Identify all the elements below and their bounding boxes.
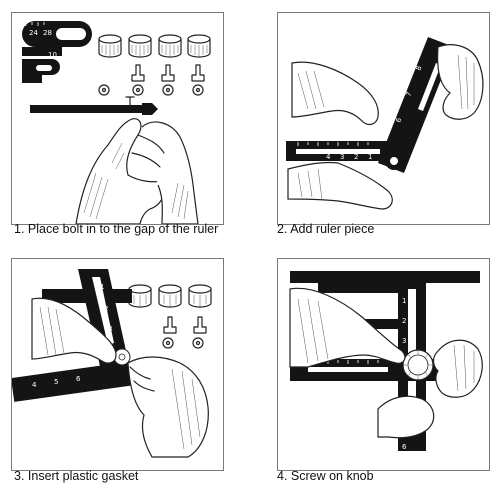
ruler-number: 2 [354, 153, 358, 161]
step-1-illustration: 24 28 10 [11, 12, 224, 225]
bolt-icons [163, 316, 207, 334]
gasket-icons [98, 84, 204, 96]
knob-icons [98, 34, 211, 58]
ruler-number: 4 [32, 381, 37, 389]
ruler-number: 10 [48, 51, 57, 59]
step-4-caption: 4. Screw on knob [277, 469, 374, 483]
hands-drawing [75, 118, 199, 224]
step-2-illustration: 0 1 2 3 4 6 7 8 [277, 12, 490, 225]
ruler-number: 2 [104, 305, 108, 313]
ruler-number: 6 [76, 375, 81, 383]
ruler-number: 7 [404, 91, 413, 98]
hands-drawing [289, 287, 483, 439]
ruler-number: 4 [326, 153, 331, 161]
ruler-assembly: 1 2 3 4 5 6 [12, 269, 144, 402]
ruler-number: 2 [402, 317, 406, 325]
knob-icons [128, 284, 212, 308]
step-3-illustration: 1 2 3 4 5 6 [11, 258, 224, 471]
hands-drawing [287, 44, 484, 210]
ruler-number: 8 [414, 65, 423, 72]
ruler-number: 6 [394, 116, 403, 124]
ruler-number: 1 [402, 297, 406, 305]
knob-icon [402, 349, 434, 381]
ruler-piece: 6 7 8 [378, 37, 454, 173]
ruler-number: 1 [100, 283, 104, 291]
ruler-corner: 24 28 10 [22, 21, 92, 83]
ruler-bar [30, 96, 158, 115]
hands-drawing [31, 297, 209, 458]
gasket-icons [162, 337, 204, 349]
ruler-number: 3 [340, 153, 344, 161]
step-1-caption: 1. Place bolt in to the gap of the ruler [14, 222, 219, 236]
step-3-caption: 3. Insert plastic gasket [14, 469, 139, 483]
ruler-bar: 0 1 2 3 4 [286, 141, 406, 161]
bolt-icons [131, 64, 205, 82]
ruler-number: 3 [108, 325, 112, 333]
ruler-number: 5 [54, 378, 58, 386]
ruler-number: 6 [402, 443, 407, 451]
step-2-caption: 2. Add ruler piece [277, 222, 375, 236]
ruler-number: 28 [43, 29, 52, 37]
ruler-number: 24 [29, 29, 38, 37]
ruler-number: 1 [368, 153, 372, 161]
ruler-number: 3 [402, 337, 406, 345]
step-4-illustration: 1 2 3 4 5 6 [277, 258, 490, 471]
